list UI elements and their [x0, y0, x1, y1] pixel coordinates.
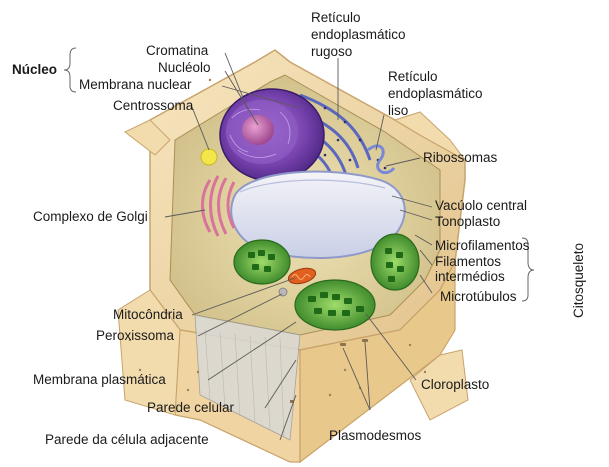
label-filamentos-1: Filamentos [435, 254, 501, 269]
label-microfilamentos: Microfilamentos [435, 238, 530, 253]
label-ribossomas: Ribossomas [423, 150, 498, 165]
label-reticulo-rugoso-3: rugoso [311, 44, 352, 59]
chloroplast-right [371, 234, 419, 290]
label-filamentos-2: intermédios [435, 269, 505, 284]
label-tonoplasto: Tonoplasto [435, 214, 500, 229]
label-citosqueleto: Citosqueleto [571, 243, 586, 318]
label-reticulo-rugoso-2: endoplasmático [311, 27, 406, 42]
label-vacuolo-central: Vacúolo central [435, 198, 527, 213]
label-peroxissoma: Peroxissoma [96, 328, 175, 343]
centrosome [201, 149, 217, 165]
label-reticulo-liso-1: Retículo [388, 69, 438, 84]
label-cloroplasto: Cloroplasto [421, 377, 489, 392]
label-mitocondria: Mitocôndria [113, 307, 183, 322]
label-complexo-golgi: Complexo de Golgi [33, 209, 148, 224]
nucleus-bracket [64, 48, 76, 92]
label-cromatina: Cromatina [146, 43, 209, 58]
chloroplast-left [234, 240, 290, 284]
label-membrana-nuclear: Membrana nuclear [79, 77, 192, 92]
nucleolus [242, 115, 274, 145]
chloroplast-bottom [295, 280, 375, 330]
label-parede-celular: Parede celular [147, 400, 235, 415]
label-microtubulos: Microtúbulos [440, 289, 517, 304]
label-nucleo: Núcleo [12, 62, 57, 77]
label-reticulo-liso-3: liso [388, 103, 408, 118]
label-membrana-plasmatica: Membrana plasmática [33, 372, 166, 387]
label-nucleolo: Nucléolo [158, 60, 211, 75]
label-centrossoma: Centrossoma [113, 98, 194, 113]
label-reticulo-liso-2: endoplasmático [388, 86, 483, 101]
label-parede-adjacente: Parede da célula adjacente [45, 432, 209, 447]
label-reticulo-rugoso-1: Retículo [311, 10, 361, 25]
label-plasmodesmos: Plasmodesmos [329, 428, 422, 443]
